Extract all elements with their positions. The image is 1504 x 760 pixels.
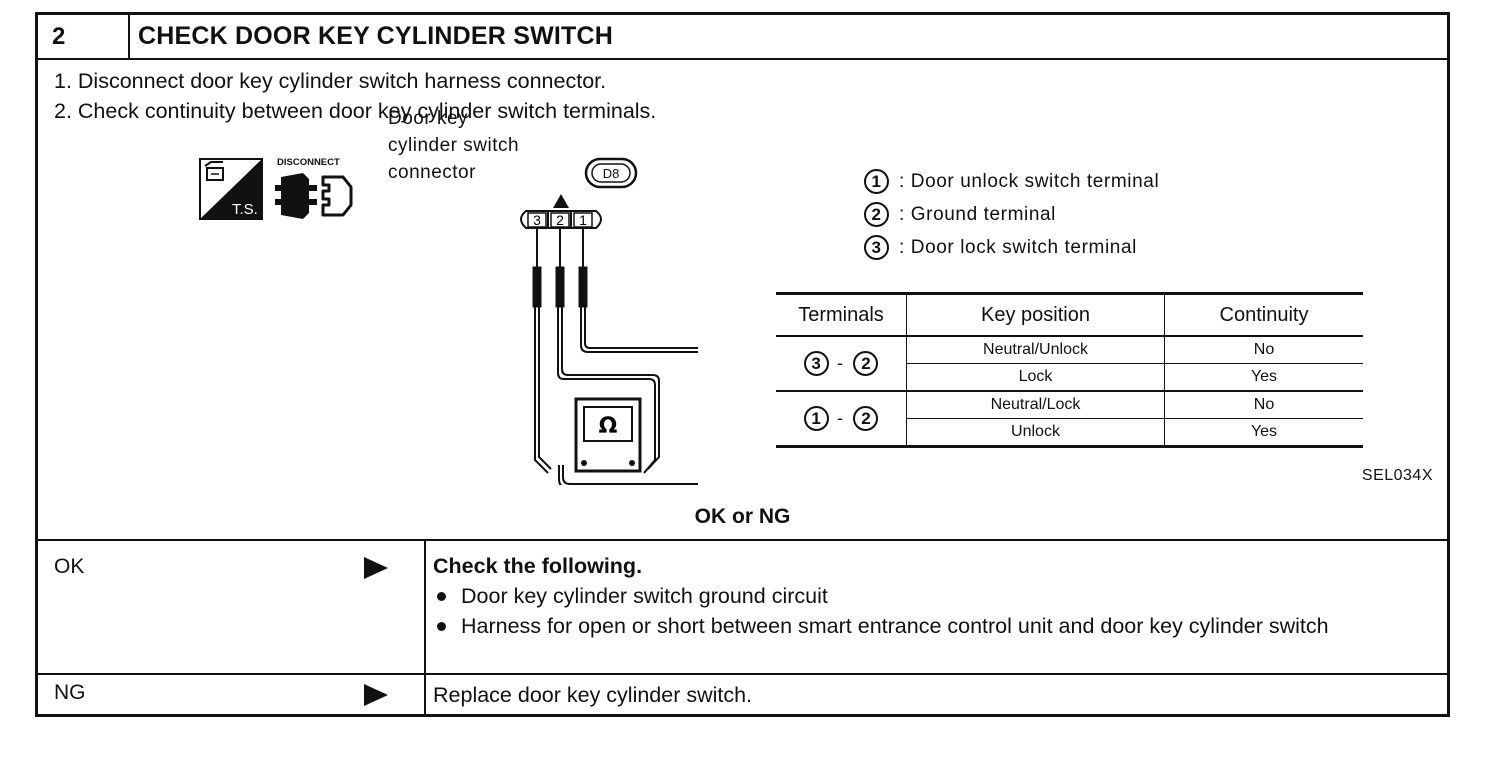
ohm-symbol: Ω (599, 414, 618, 439)
figure-reference: SEL034X (1361, 467, 1433, 484)
disconnect-label: DISCONNECT (277, 157, 340, 168)
connector-label-line: cylinder switch (388, 135, 520, 156)
continuity-cell: Yes (1164, 418, 1363, 448)
table-row: Unlock Yes (776, 418, 1363, 448)
key-position-cell: Lock (906, 363, 1165, 392)
key-position-cell: Neutral/Unlock (906, 336, 1165, 364)
disconnect-connector-icon: DISCONNECT (275, 157, 353, 219)
terminal-pair: 1 - 2 (776, 391, 907, 448)
terminal-number: 1 (579, 212, 587, 228)
key-position-cell: Unlock (906, 418, 1165, 448)
result-ok-heading: Check the following. (433, 554, 643, 578)
table-header: Continuity (1164, 293, 1363, 337)
legend-text: : Door lock switch terminal (899, 236, 1137, 258)
step-title: CHECK DOOR KEY CYLINDER SWITCH (138, 22, 614, 50)
continuity-test-diagram: D8 3 2 1 (520, 157, 698, 485)
continuity-cell: Yes (1164, 363, 1363, 392)
connector-label-line: connector (388, 162, 476, 183)
terminal-circle: 1 (864, 169, 889, 194)
result-ok-bullet: Door key cylinder switch ground circuit (433, 581, 1421, 611)
arrow-right-icon (364, 684, 388, 706)
terminal-circle: 1 (803, 406, 829, 431)
test-probes (532, 228, 588, 308)
legend-item: 3 : Door lock switch terminal (864, 235, 1137, 260)
ts-label: T.S. (232, 201, 258, 218)
step-box: 2 CHECK DOOR KEY CYLINDER SWITCH 1. Disc… (35, 12, 1450, 717)
instruction-2: 2. Check continuity between door key cyl… (54, 99, 657, 123)
connector-id: D8 (603, 166, 620, 181)
ohm-meter: Ω (574, 397, 642, 473)
terminal-circle: 2 (853, 351, 879, 376)
continuity-table: Terminals Key position Continuity 3 - 2 … (776, 292, 1363, 448)
legend-text: : Door unlock switch terminal (899, 170, 1160, 192)
result-ng-label: NG (54, 681, 86, 704)
terminal-number: 3 (533, 212, 541, 228)
key-position-cell: Neutral/Lock (906, 391, 1165, 419)
result-ok-body: Check the following. Door key cylinder s… (433, 551, 1421, 641)
test-leads (534, 307, 698, 485)
terminal-pair: 3 - 2 (776, 336, 907, 392)
pair-separator: - (837, 408, 843, 428)
decision-label: OK or NG (694, 505, 791, 528)
connector-label: Door key cylinder switch connector (388, 105, 519, 186)
terminal-circle: 2 (853, 406, 879, 431)
terminal-number: 2 (556, 212, 564, 228)
table-row: Lock Yes (776, 363, 1363, 392)
continuity-cell: No (1164, 391, 1363, 419)
connector-key-marker (553, 194, 569, 208)
result-ng-text: Replace door key cylinder switch. (433, 683, 753, 707)
step-header: 2 CHECK DOOR KEY CYLINDER SWITCH (38, 15, 1447, 60)
table-header: Terminals (776, 293, 907, 337)
terminal-circle: 2 (864, 202, 889, 227)
result-ng-row: NG Replace door key cylinder switch. (38, 673, 1447, 714)
legend-text: : Ground terminal (899, 203, 1056, 225)
instruction-1: 1. Disconnect door key cylinder switch h… (54, 69, 607, 93)
table-header: Key position (906, 293, 1165, 337)
legend-item: 2 : Ground terminal (864, 202, 1056, 227)
ts-icon: T.S. (199, 158, 263, 220)
arrow-right-icon (364, 557, 388, 579)
result-ok-row: OK Check the following. Door key cylinde… (38, 539, 1447, 673)
continuity-cell: No (1164, 336, 1363, 364)
step-number: 2 (38, 15, 130, 58)
table-row: 1 - 2 Neutral/Lock No (776, 391, 1363, 448)
connector-face: 3 2 1 (520, 210, 602, 229)
terminal-circle: 3 (864, 235, 889, 260)
connector-id-badge: D8 (584, 157, 638, 189)
pair-separator: - (837, 353, 843, 373)
result-divider (424, 675, 426, 714)
result-ok-bullet: Harness for open or short between smart … (433, 611, 1421, 641)
terminal-circle: 3 (803, 351, 829, 376)
connector-label-line: Door key (388, 108, 469, 129)
table-row: 3 - 2 Neutral/Unlock No (776, 336, 1363, 392)
legend-item: 1 : Door unlock switch terminal (864, 169, 1159, 194)
result-divider (424, 541, 426, 673)
result-ok-label: OK (54, 555, 85, 578)
